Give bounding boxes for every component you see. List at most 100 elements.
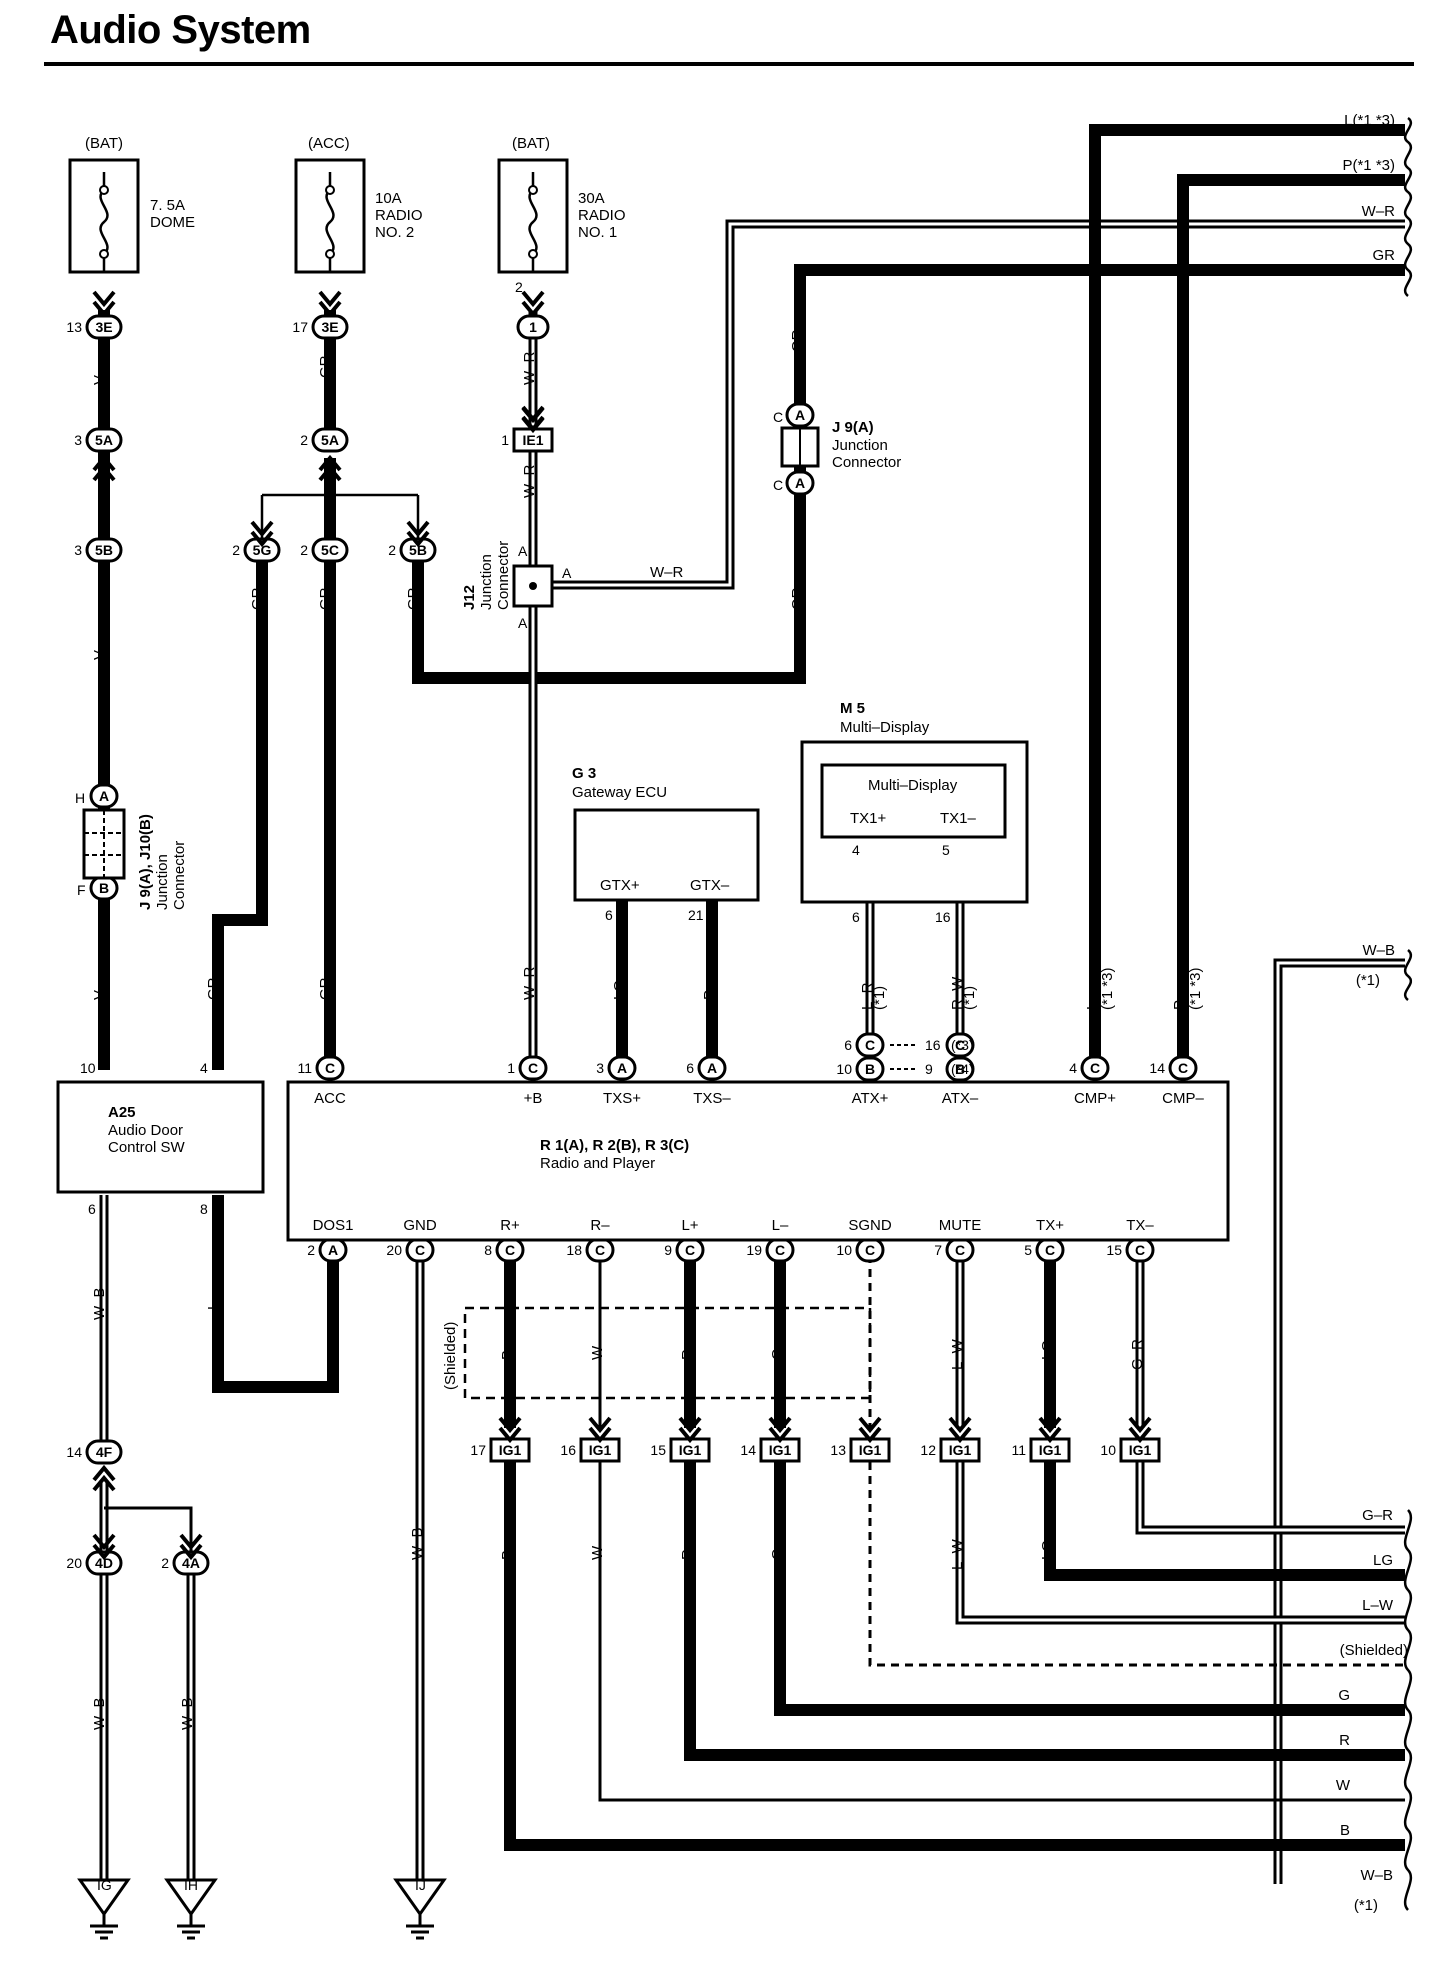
right-bottom-wb: W–B <box>1360 1867 1393 1884</box>
svg-text:B: B <box>499 1550 516 1560</box>
svg-text:GR: GR <box>249 587 266 610</box>
fuse-radio1-name1: RADIO <box>578 207 626 224</box>
svg-text:8: 8 <box>200 1201 208 1217</box>
svg-text:4A: 4A <box>182 1555 200 1571</box>
svg-text:2: 2 <box>161 1555 169 1571</box>
g3-name: Gateway ECU <box>572 784 667 801</box>
shielded-label: (Shielded) <box>442 1322 459 1390</box>
j9a-id: J 9(A) <box>832 419 874 436</box>
svg-text:C: C <box>773 477 783 493</box>
fuse-radio2-name2: NO. 2 <box>375 224 414 241</box>
svg-text:10: 10 <box>836 1061 852 1077</box>
svg-text:8: 8 <box>484 1242 492 1258</box>
svg-text:(*1 *3): (*1 *3) <box>1099 967 1116 1010</box>
svg-text:4D: 4D <box>95 1555 113 1571</box>
m5-id: M 5 <box>840 700 865 717</box>
svg-text:16: 16 <box>935 909 951 925</box>
radio-top-pin: TXS+ <box>603 1090 641 1107</box>
radio-top-pin: ATX+ <box>852 1090 889 1107</box>
radio-bottom-pin: TX– <box>1126 1217 1154 1234</box>
svg-text:P: P <box>1171 1000 1188 1010</box>
svg-text:15: 15 <box>650 1442 666 1458</box>
svg-text:2: 2 <box>388 542 396 558</box>
j12-line2: Connector <box>495 541 512 610</box>
svg-text:IG1: IG1 <box>679 1442 702 1458</box>
svg-text:B: B <box>955 1061 965 1077</box>
svg-text:2: 2 <box>232 542 240 558</box>
radio-bottom-pin: MUTE <box>939 1217 982 1234</box>
svg-text:13: 13 <box>66 319 82 335</box>
svg-text:GR: GR <box>317 977 334 1000</box>
svg-text:20: 20 <box>386 1242 402 1258</box>
radio-bottom-pin: SGND <box>848 1217 892 1234</box>
j12-id: J12 <box>461 585 478 610</box>
radio-bottom-pin: DOS1 <box>313 1217 354 1234</box>
svg-text:2: 2 <box>300 542 308 558</box>
svg-text:14: 14 <box>66 1444 82 1460</box>
svg-text:W–B: W–B <box>91 1287 108 1320</box>
svg-text:W–B: W–B <box>179 1697 196 1730</box>
svg-text:B: B <box>499 1350 516 1360</box>
radio-id: R 1(A), R 2(B), R 3(C) <box>540 1137 689 1154</box>
svg-text:19: 19 <box>746 1242 762 1258</box>
radio-top-pin: +B <box>524 1090 543 1107</box>
radio-bottom-pin: R+ <box>500 1217 520 1234</box>
right-mid-wb: W–B <box>1362 942 1395 959</box>
svg-text:G–R: G–R <box>1129 1339 1146 1370</box>
j12-line1: Junction <box>478 554 495 610</box>
svg-text:R: R <box>679 1349 696 1360</box>
svg-text:C: C <box>1135 1242 1145 1258</box>
svg-text:17: 17 <box>292 319 308 335</box>
svg-text:A: A <box>518 543 528 559</box>
right-top-wr: W–R <box>1362 203 1396 220</box>
radio-bottom-pin: L+ <box>681 1217 698 1234</box>
fuse-radio1-rating: 30A <box>578 190 605 207</box>
svg-text:IG1: IG1 <box>589 1442 612 1458</box>
right-top-gr: GR <box>1373 247 1396 264</box>
page-title: Audio System <box>50 8 311 52</box>
svg-text:3: 3 <box>74 542 82 558</box>
svg-text:L–W: L–W <box>949 1538 966 1570</box>
svg-text:3: 3 <box>596 1060 604 1076</box>
right-bottom-w: W <box>1336 1777 1351 1794</box>
svg-text:(*4): (*4) <box>951 1061 974 1077</box>
svg-text:GR: GR <box>205 977 222 1000</box>
svg-text:14: 14 <box>1149 1060 1165 1076</box>
svg-text:G: G <box>769 1548 786 1560</box>
svg-text:3: 3 <box>74 432 82 448</box>
svg-text:R: R <box>679 1549 696 1560</box>
svg-text:C: C <box>505 1242 515 1258</box>
svg-text:16: 16 <box>560 1442 576 1458</box>
fuse-radio1-source: (BAT) <box>512 135 550 152</box>
svg-text:5A: 5A <box>321 432 339 448</box>
svg-text:C: C <box>865 1037 875 1053</box>
right-top-p: P(*1 *3) <box>1342 157 1395 174</box>
svg-text:W–R: W–R <box>521 967 538 1001</box>
svg-text:6: 6 <box>88 1201 96 1217</box>
svg-text:6: 6 <box>686 1060 694 1076</box>
svg-text:GR: GR <box>789 329 806 352</box>
svg-text:4: 4 <box>200 1060 208 1076</box>
svg-text:10: 10 <box>836 1242 852 1258</box>
svg-text:A: A <box>707 1060 717 1076</box>
svg-text:9: 9 <box>664 1242 672 1258</box>
svg-text:C: C <box>865 1242 875 1258</box>
svg-text:L–W: L–W <box>949 1338 966 1370</box>
svg-text:C: C <box>775 1242 785 1258</box>
svg-text:IG1: IG1 <box>499 1442 522 1458</box>
svg-text:11: 11 <box>297 1060 312 1076</box>
svg-text:7: 7 <box>934 1242 942 1258</box>
radio-bottom-pin: L– <box>772 1217 789 1234</box>
fuse-dome-name: DOME <box>150 214 195 231</box>
j9j10-id: J 9(A), J10(B) <box>137 814 154 910</box>
radio-top-pin: CMP+ <box>1074 1090 1116 1107</box>
ground-ig-label: IG <box>97 1877 112 1893</box>
svg-text:IG1: IG1 <box>1129 1442 1152 1458</box>
m5-pin1: TX1+ <box>850 810 887 827</box>
radio-bottom-pin: R– <box>590 1217 610 1234</box>
svg-text:A: A <box>795 475 805 491</box>
svg-text:5B: 5B <box>95 542 113 558</box>
m5-inner: Multi–Display <box>868 777 958 794</box>
svg-text:12: 12 <box>920 1442 936 1458</box>
svg-text:2: 2 <box>300 432 308 448</box>
